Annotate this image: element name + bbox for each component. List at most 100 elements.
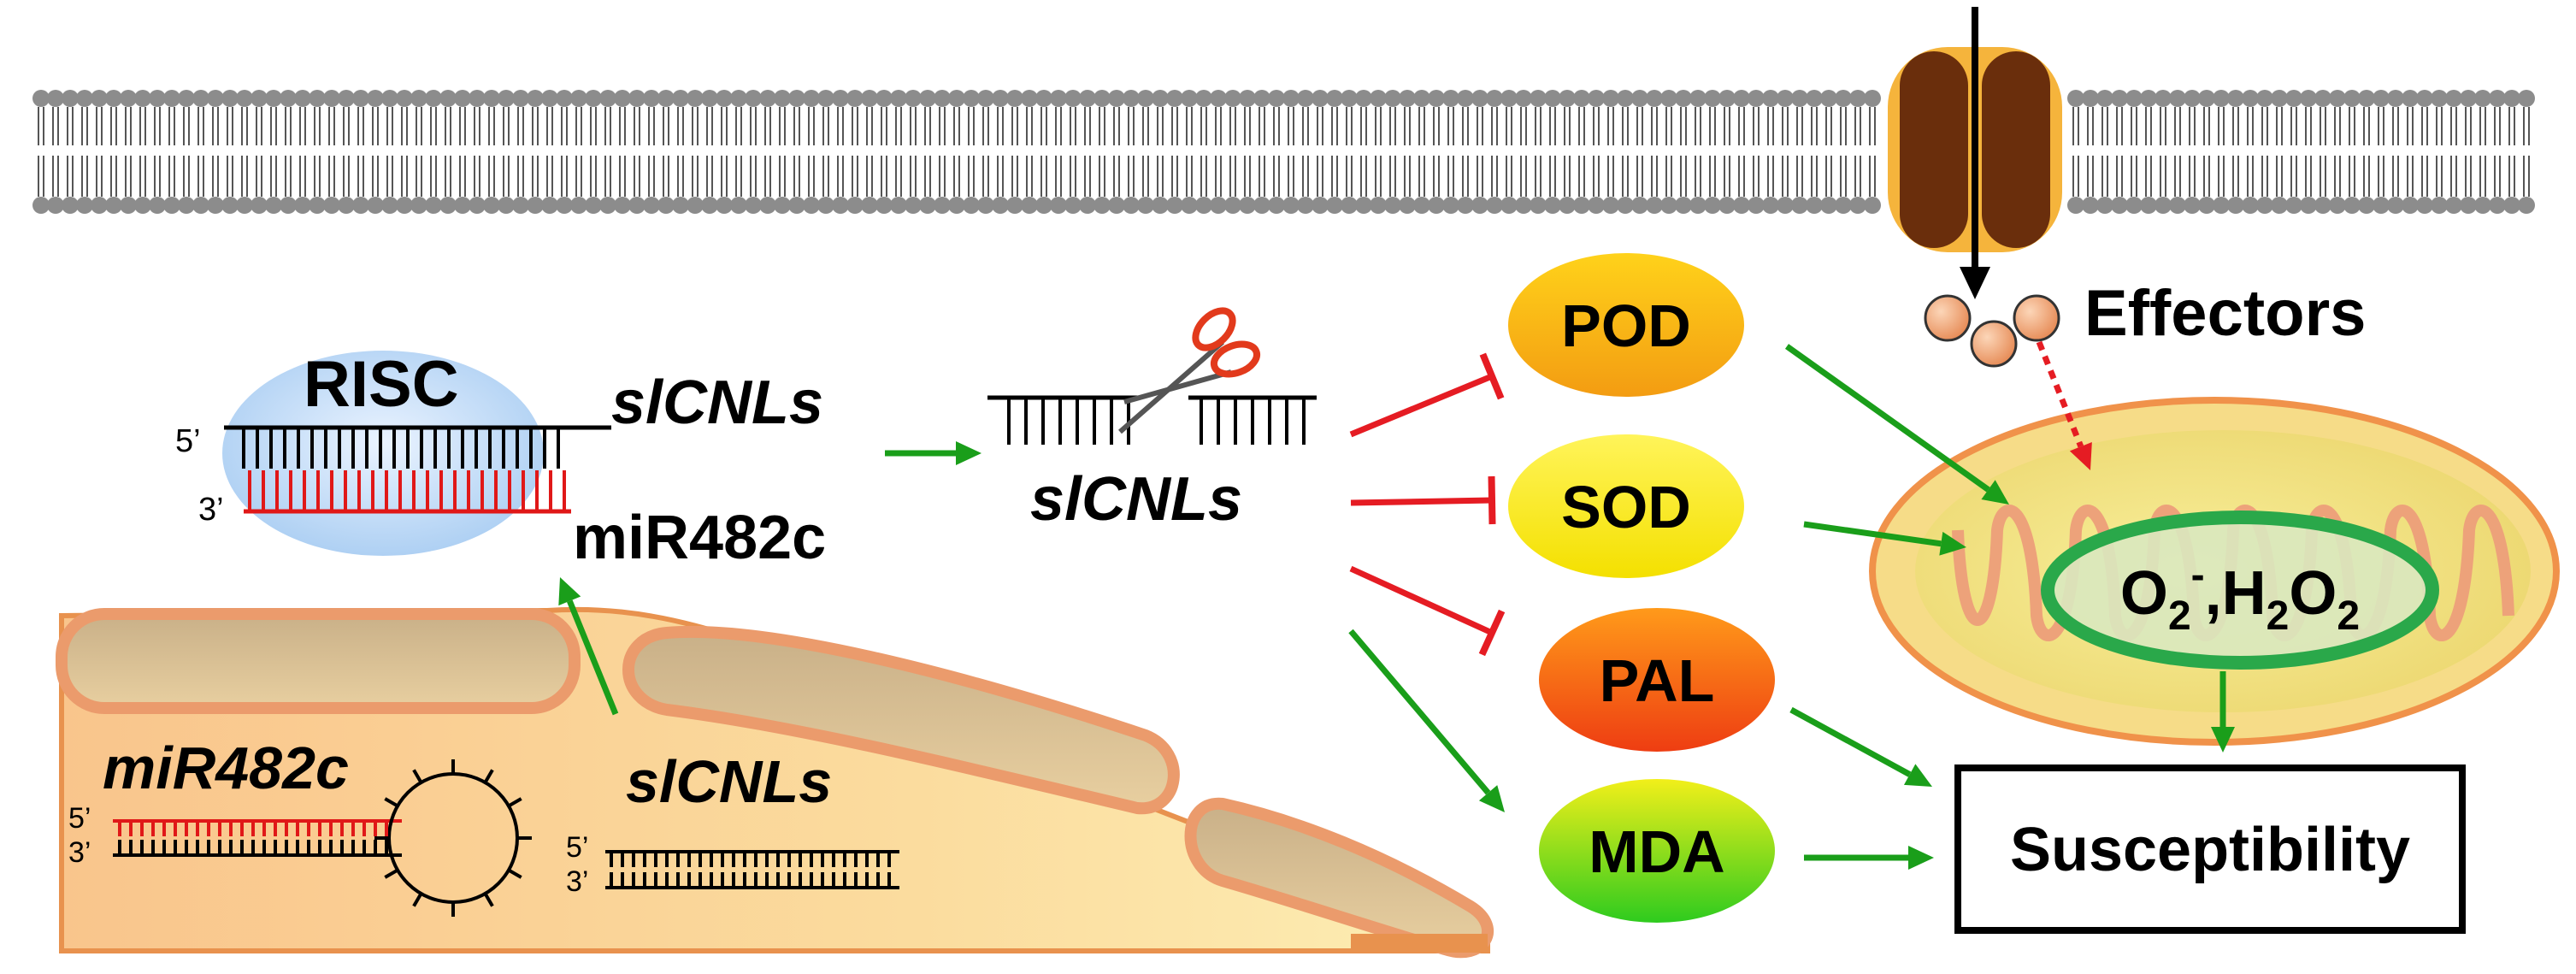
hairpin-loop-base: [507, 868, 522, 879]
lipid-head-inner: [1297, 197, 1314, 214]
lipid-head-outer: [2198, 90, 2215, 107]
lipid-head-outer: [134, 90, 151, 107]
lipid-head-inner: [2096, 197, 2113, 214]
hairpin-loop-base: [483, 769, 494, 784]
lipid-head-inner: [672, 197, 689, 214]
lipid-head-inner: [134, 197, 151, 214]
lipid-head-inner: [236, 197, 253, 214]
lipid-head-outer: [192, 90, 209, 107]
lipid-head-inner: [439, 197, 457, 214]
cell-membrane: [32, 90, 2535, 214]
lipid-head-inner: [1849, 197, 1866, 214]
enzyme-mda: MDA: [1539, 779, 1775, 923]
slcnls-gene-duplex: [605, 850, 899, 889]
channel-left-subunit: [1900, 51, 1968, 248]
lipid-head-inner: [76, 197, 93, 214]
arrow-effectors-to-mitochondrion-head: [2069, 441, 2092, 470]
lipid-head-outer: [309, 90, 326, 107]
lipid-head-outer: [2300, 90, 2317, 107]
effector-bead: [2013, 294, 2060, 342]
membrane-channel: [1888, 7, 2062, 299]
lipid-head-outer: [1791, 90, 1808, 107]
lipid-head-outer: [1064, 90, 1082, 107]
enzyme-sod: SOD: [1508, 434, 1744, 578]
lipid-head-outer: [483, 90, 500, 107]
lipid-head-inner: [425, 197, 442, 214]
lipid-head-outer: [788, 90, 805, 107]
ros-sub: 2: [2168, 593, 2191, 639]
lipid-head-outer: [657, 90, 675, 107]
lipid-head-inner: [294, 197, 311, 214]
lipid-head-outer: [527, 90, 544, 107]
arrow-mir482c-to-risc: [567, 599, 619, 716]
ros-sub: 2: [2267, 593, 2290, 639]
lipid-head-inner: [1442, 197, 1459, 214]
lipid-head-inner: [1646, 197, 1663, 214]
effector-bead: [1924, 294, 1972, 342]
lipid-head-inner: [367, 197, 384, 214]
enzyme-mda-ellipse: [1539, 779, 1775, 923]
lipid-head-inner: [745, 197, 762, 214]
arrow-to-mda: [1348, 629, 1491, 795]
inhibit-sod: [1350, 497, 1493, 506]
lipid-head-outer: [1210, 90, 1227, 107]
lipid-head-outer: [2431, 90, 2448, 107]
lipid-head-outer: [2125, 90, 2143, 107]
lipid-head-outer: [2067, 90, 2084, 107]
lipid-head-inner: [541, 197, 558, 214]
lipid-head-outer: [919, 90, 936, 107]
lipid-head-outer: [120, 90, 137, 107]
lipid-head-outer: [396, 90, 413, 107]
lipid-head-outer: [1588, 90, 1605, 107]
scissors-icon: [1118, 307, 1261, 434]
lipid-head-outer: [1093, 90, 1111, 107]
lipid-head-outer: [207, 90, 224, 107]
lipid-head-inner: [251, 197, 268, 214]
lipid-head-inner: [803, 197, 820, 214]
lipid-head-inner: [2445, 197, 2462, 214]
lipid-head-inner: [730, 197, 747, 214]
lipid-head-inner: [2227, 197, 2244, 214]
lipid-head-outer: [439, 90, 457, 107]
lipid-head-outer: [570, 90, 587, 107]
lipid-head-inner: [120, 197, 137, 214]
lipid-head-outer: [2140, 90, 2157, 107]
lipid-head-outer: [1820, 90, 1837, 107]
lipid-head-inner: [861, 197, 878, 214]
lipid-head-inner: [1064, 197, 1082, 214]
lipid-head-inner: [1050, 197, 1067, 214]
lipid-head-outer: [556, 90, 573, 107]
lipid-head-outer: [2358, 90, 2375, 107]
lipid-head-outer: [759, 90, 776, 107]
slcnls-target-label: slCNLs: [611, 369, 823, 437]
lipid-head-outer: [905, 90, 922, 107]
lipid-head-inner: [2373, 197, 2390, 214]
lipid-head-inner: [934, 197, 951, 214]
lipid-head-outer: [745, 90, 762, 107]
lipid-head-outer: [1152, 90, 1169, 107]
lipid-head-outer: [1166, 90, 1183, 107]
lipid-head-inner: [1602, 197, 1619, 214]
lipid-head-outer: [1341, 90, 1358, 107]
scissors-blade: [1123, 369, 1232, 404]
lipid-head-outer: [2416, 90, 2433, 107]
lipid-head-outer: [846, 90, 864, 107]
lipid-head-inner: [1777, 197, 1794, 214]
lipid-head-outer: [1224, 90, 1241, 107]
lipid-head-outer: [163, 90, 180, 107]
lipid-head-inner: [192, 197, 209, 214]
cell-wall-segment: [56, 608, 581, 714]
lipid-head-inner: [1253, 197, 1270, 214]
cell-wall-segment: [622, 625, 1180, 815]
lipid-head-outer: [1602, 90, 1619, 107]
cell-body: [56, 606, 1494, 959]
lipid-head-outer: [323, 90, 340, 107]
lipid-head-inner: [657, 197, 675, 214]
hairpin-loop-base: [412, 892, 423, 907]
lipid-head-inner: [280, 197, 297, 214]
scissors-handle: [1192, 307, 1236, 351]
lipid-head-inner: [1413, 197, 1430, 214]
lipid-head-outer: [221, 90, 239, 107]
lipid-head-inner: [1675, 197, 1692, 214]
lipid-head-outer: [875, 90, 893, 107]
